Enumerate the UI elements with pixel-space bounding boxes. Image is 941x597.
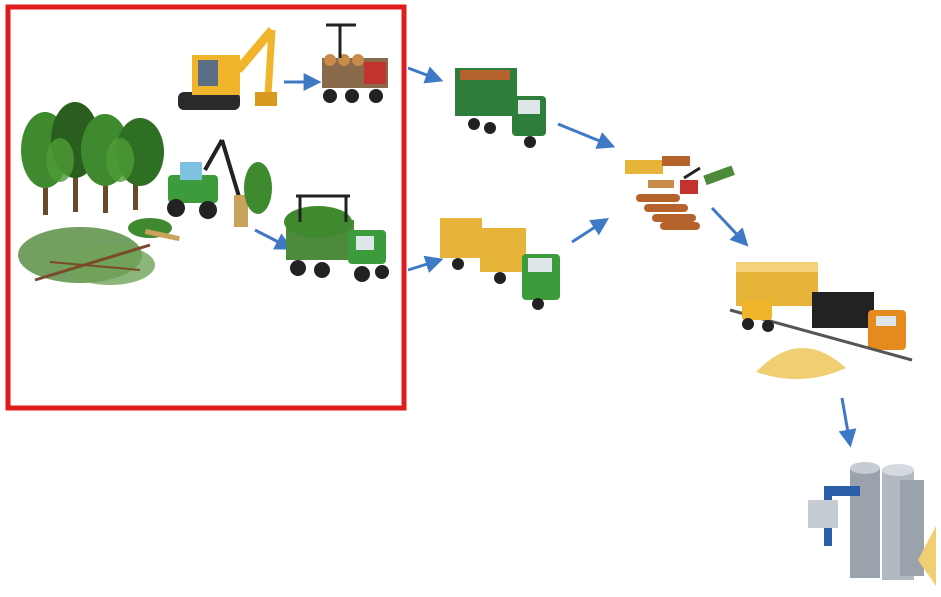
excavator-icon xyxy=(178,30,277,110)
wood-chip-pile-icon xyxy=(756,348,846,379)
flow-arrow xyxy=(558,124,612,146)
harvester-icon xyxy=(167,140,272,227)
flow-arrow xyxy=(712,208,746,244)
green-truck-icon xyxy=(455,68,546,148)
flow-arrow xyxy=(408,260,440,270)
flow-arrow xyxy=(572,220,606,242)
flow-arrow xyxy=(255,230,290,248)
flow-arrow xyxy=(408,68,440,80)
log-loader-icon xyxy=(322,25,388,103)
chip-loader-icon xyxy=(742,300,774,332)
flow-arrow xyxy=(842,398,850,444)
forwarder-icon xyxy=(284,196,389,282)
felled-branches-icon xyxy=(18,218,180,285)
standing-trees-icon xyxy=(21,102,164,215)
yellow-truck-icon xyxy=(440,218,560,310)
power-plant-icon xyxy=(808,462,936,586)
log-terminal-icon xyxy=(625,156,735,230)
